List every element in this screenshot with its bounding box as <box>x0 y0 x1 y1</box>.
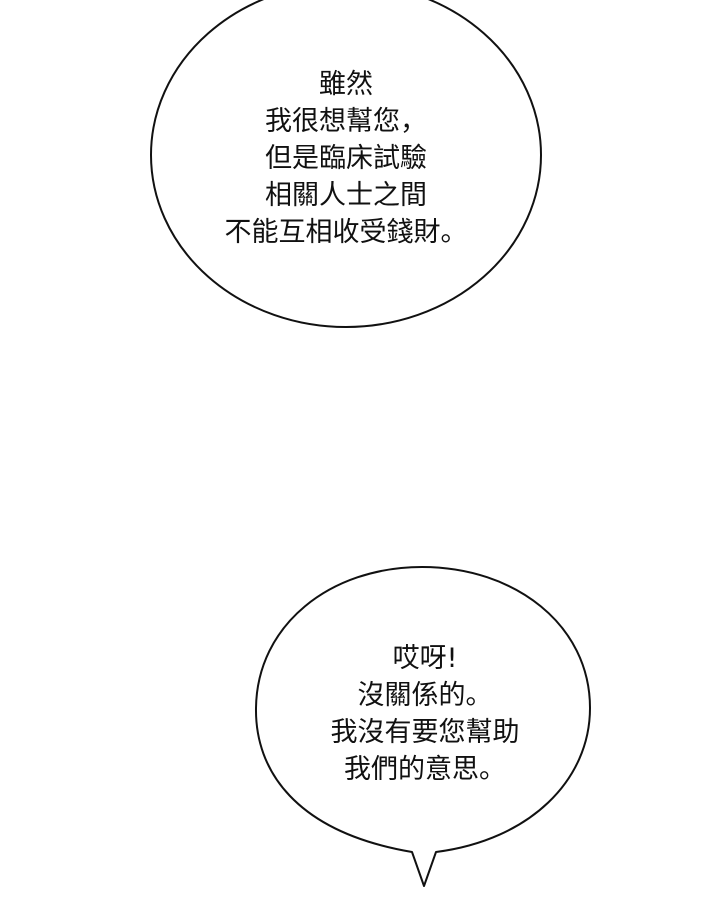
bubble-1-line: 不能互相收受錢財。 <box>224 217 468 248</box>
speech-bubble-1-outline <box>150 0 542 328</box>
speech-bubble-2-outline <box>254 566 591 887</box>
bubble-1-line: 我很想幫您， <box>265 106 427 137</box>
bubble-2-line: 我們的意思。 <box>344 754 506 785</box>
bubble-2-line: 我沒有要您幫助 <box>330 717 520 748</box>
bubble-2-line: 哎呀! <box>392 643 458 674</box>
bubble-1-line: 但是臨床試驗 <box>265 143 427 174</box>
bubble-1-line: 雖然 <box>319 69 373 100</box>
speech-bubble-2-text: 哎呀! 沒關係的。 我沒有要您幫助 我們的意思。 <box>290 640 560 788</box>
bubble-2-line: 沒關係的。 <box>357 680 493 711</box>
bubble-1-line: 相關人士之間 <box>265 180 427 211</box>
speech-bubble-1-text: 雖然 我很想幫您， 但是臨床試驗 相關人士之間 不能互相收受錢財。 <box>196 66 496 251</box>
